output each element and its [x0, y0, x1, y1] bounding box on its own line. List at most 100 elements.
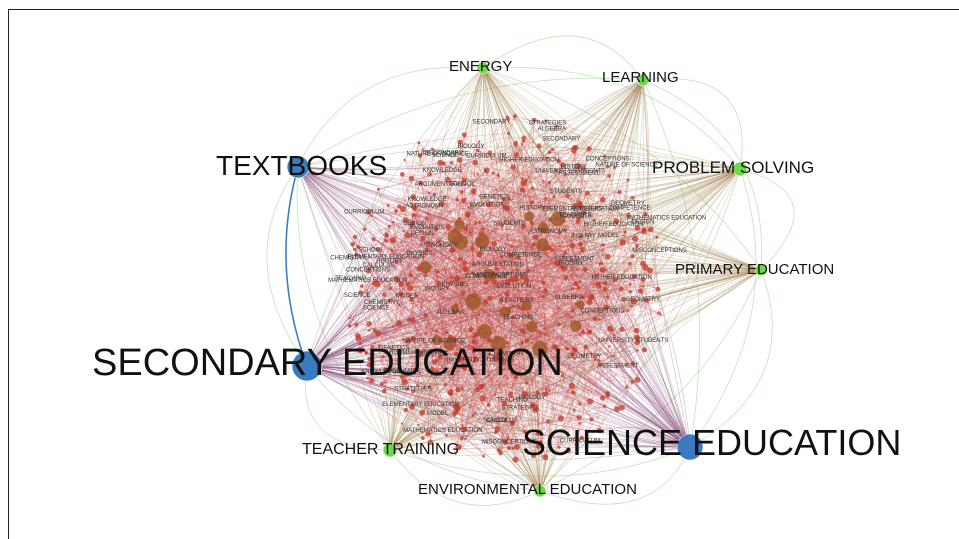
inner-edge — [467, 214, 477, 416]
inner-edge — [456, 358, 463, 390]
hub-edge — [411, 406, 541, 492]
hub-edge — [567, 195, 691, 448]
hub-edge — [389, 281, 581, 451]
hub-edge — [482, 67, 590, 149]
inner-node — [408, 273, 413, 278]
hub-edge — [482, 67, 533, 223]
inner-node — [472, 335, 476, 339]
inner-node — [614, 406, 621, 413]
hub-edge — [438, 168, 741, 285]
hub-edge — [536, 120, 547, 492]
inner-term-label: ASTRONOMY — [419, 243, 458, 249]
hub-edge — [482, 67, 564, 257]
hub-edge — [306, 365, 527, 386]
hub-edge — [306, 365, 513, 424]
inner-edge — [524, 303, 577, 394]
hub-edge — [389, 134, 465, 451]
hub-edge — [482, 67, 605, 157]
hub-edge — [539, 296, 608, 492]
inner-edge — [414, 209, 429, 334]
hub-edge — [504, 79, 644, 208]
secondary-education-label: SECONDARY EDUCATION — [92, 342, 563, 384]
inner-edge — [435, 229, 506, 443]
hub-edge — [592, 297, 691, 448]
hub-edge — [306, 170, 488, 367]
hub-edge — [543, 168, 741, 284]
inner-node — [390, 248, 393, 252]
inner-term-label: MISCONCEPTIONS — [473, 273, 528, 279]
hub-edge — [306, 290, 546, 367]
inner-node — [521, 177, 524, 181]
hub-edge — [389, 196, 555, 451]
inner-node — [402, 230, 405, 233]
inner-edge — [349, 325, 372, 381]
inner-edge — [517, 269, 603, 374]
inner-node — [618, 286, 624, 292]
hub-edge — [482, 67, 635, 302]
inner-edge — [461, 270, 651, 439]
inner-edge — [484, 170, 623, 330]
hub-edge — [590, 297, 691, 448]
inner-node — [389, 237, 396, 244]
hub-edge — [306, 189, 523, 367]
inner-term-label: INQUIRY — [424, 287, 449, 293]
inner-node — [547, 180, 551, 185]
hub-edge — [475, 162, 691, 448]
inner-edge — [401, 270, 529, 285]
inner-edge — [383, 242, 429, 392]
inner-edge — [643, 312, 659, 350]
inner-edge — [401, 302, 486, 424]
hub-edge — [297, 166, 444, 407]
hub-edge — [516, 154, 762, 271]
hub-edge — [297, 166, 473, 274]
hub-edge — [417, 269, 762, 426]
hub-edge — [306, 365, 575, 411]
inner-edge — [607, 166, 617, 222]
hub-edge — [475, 269, 762, 336]
inner-edge — [378, 297, 593, 334]
inner-edge — [413, 391, 541, 443]
hub-edge — [598, 267, 762, 285]
hub-edge — [392, 168, 741, 241]
hub-edge — [306, 246, 359, 367]
inner-edge — [437, 271, 592, 298]
hub-edge — [532, 187, 762, 271]
inner-edge — [445, 284, 631, 334]
inner-edge — [365, 352, 455, 415]
inner-edge — [358, 117, 508, 339]
inner-edge — [478, 141, 544, 284]
inner-edge — [619, 191, 637, 331]
hub-edge — [389, 411, 457, 451]
inner-edge — [573, 150, 603, 399]
hub-edge — [425, 168, 741, 316]
hub-edge — [415, 294, 691, 448]
inner-edge — [500, 226, 524, 454]
inner-edge — [367, 174, 566, 379]
hub-edge — [645, 214, 691, 448]
inner-node — [552, 195, 556, 199]
inner-edge — [581, 387, 627, 439]
inner-edge — [422, 198, 547, 413]
hub-edge — [521, 79, 644, 344]
hub-edge — [297, 166, 608, 396]
inner-edge — [517, 146, 540, 270]
inner-term-label: ELEMENTARY EDUCATION — [382, 402, 459, 408]
hub-edge — [482, 67, 524, 332]
inner-node — [461, 132, 467, 138]
hub-edge — [482, 67, 508, 118]
hub-edge — [461, 269, 762, 285]
inner-term-label: NATURE OF SCIENCE — [595, 162, 658, 168]
inner-node — [631, 254, 635, 258]
hub-edge — [306, 234, 387, 367]
inner-node — [481, 384, 484, 387]
inner-edge — [419, 317, 514, 357]
hub-edge — [389, 209, 415, 451]
inner-node — [425, 216, 429, 221]
inner-node — [387, 224, 391, 228]
inner-node — [580, 330, 585, 335]
inner-edge — [479, 254, 599, 285]
hub-edge — [516, 141, 541, 492]
inner-edge — [413, 256, 635, 277]
inner-edge — [503, 245, 638, 364]
hub-edge — [482, 67, 601, 320]
